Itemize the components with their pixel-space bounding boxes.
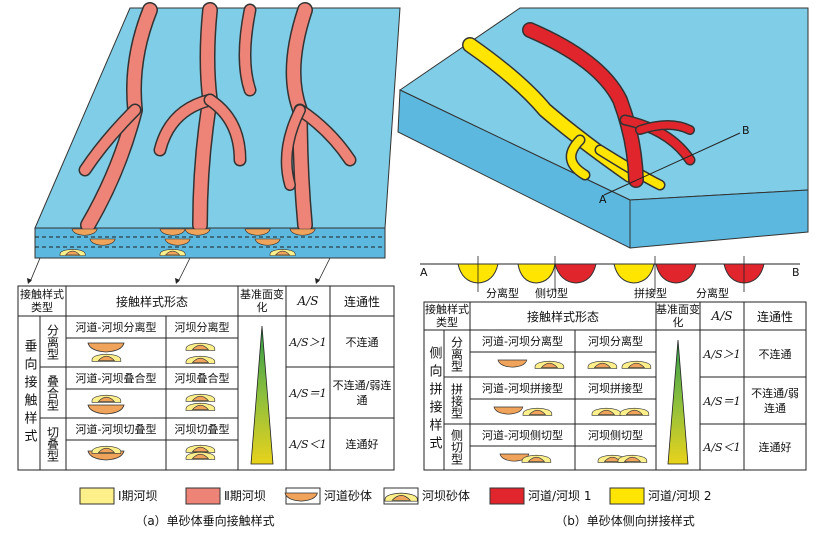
table-b-row2-ratio: A/S＝1 <box>700 377 744 424</box>
table-a-row1-left: 河道-河坝分离型 <box>66 317 166 337</box>
table-b-row2-right: 河坝拼接型 <box>575 378 656 398</box>
table-a-row3-conn: 连通好 <box>330 418 394 470</box>
table-a-group-label: 垂向接触样式 <box>18 316 40 470</box>
table-a-row1-type: 分离型 <box>40 316 66 367</box>
block-diagram-a <box>27 8 400 284</box>
base-level-wedge-a <box>251 326 273 464</box>
legend-label-6: 河道/河坝 2 <box>648 488 712 504</box>
base-level-wedge-b <box>668 340 688 464</box>
table-b-row1-left: 河道-河坝分离型 <box>470 331 575 351</box>
table-a-row2-conn: 不连通/弱连通 <box>332 367 392 418</box>
table-b-header-conn: 连通性 <box>744 302 806 330</box>
table-a-header-type: 接触样式类型 <box>18 286 66 316</box>
table-a-row3-ratio: A/S＜1 <box>286 418 330 470</box>
table-a-header-as: A/S <box>286 286 330 316</box>
legend-label-1: Ⅰ期河坝 <box>118 488 158 504</box>
table-a-row2-type: 叠合型 <box>40 367 66 418</box>
block-diagram-b: A B <box>398 8 808 248</box>
table-b-row2-type: 拼接型 <box>444 377 470 424</box>
legend-label-5: 河道/河坝 1 <box>528 488 592 504</box>
table-a-row1-ratio: A/S＞1 <box>286 316 330 367</box>
section-label-1: 分离型 <box>486 286 519 300</box>
section-label-4: 分离型 <box>696 286 729 300</box>
table-a-icons <box>88 343 215 460</box>
caption-a: （a）单砂体垂向接触样式 <box>120 512 290 529</box>
table-b-row1-conn: 不连通 <box>744 330 806 377</box>
table-b-group-label: 侧向拼接样式 <box>424 330 444 470</box>
section-label-3: 拼接型 <box>634 286 667 300</box>
table-b-row1-type: 分离型 <box>444 330 470 377</box>
table-a-row2-left: 河道-河坝叠合型 <box>66 368 166 388</box>
table-b-row3-right: 河坝侧切型 <box>575 425 656 445</box>
table-a-row2-ratio: A/S＝1 <box>286 367 330 418</box>
table-a-row3-right: 河坝切叠型 <box>166 419 238 439</box>
caption-b: （b）单砂体侧向拼接样式 <box>540 512 710 529</box>
table-b-row2-left: 河道-河坝拼接型 <box>470 378 575 398</box>
table-b-row3-ratio: A/S＜1 <box>700 424 744 470</box>
table-b-header-form: 接触样式形态 <box>470 302 656 330</box>
table-b-row3-type: 侧切型 <box>444 424 470 470</box>
section-a-label: A <box>599 193 607 206</box>
cross-b-label: B <box>792 266 800 279</box>
cross-section-b: A B <box>420 256 800 292</box>
legend-label-4: 河坝砂体 <box>422 488 470 504</box>
table-a-header-conn: 连通性 <box>330 286 394 316</box>
section-label-2: 侧切型 <box>535 286 568 300</box>
table-b-row2-conn: 不连通/弱连通 <box>746 377 804 424</box>
legend-label-2: Ⅱ期河坝 <box>224 488 266 504</box>
table-a-row1-right: 河坝分离型 <box>166 317 238 337</box>
table-b-row1-ratio: A/S＞1 <box>700 330 744 377</box>
table-a-row1-conn: 不连通 <box>330 316 394 367</box>
table-b-header-type: 接触样式类型 <box>424 302 470 330</box>
legend-label-3: 河道砂体 <box>324 488 372 504</box>
table-b-header-base: 基准面变化 <box>656 302 700 330</box>
section-b-label: B <box>742 124 750 137</box>
table-b-row3-conn: 连通好 <box>744 424 806 470</box>
table-b-row3-left: 河道-河坝侧切型 <box>470 425 575 445</box>
table-b-icons <box>494 360 651 462</box>
table-a-header-form: 接触样式形态 <box>66 286 238 316</box>
table-a-header-base: 基准面变化 <box>238 286 286 316</box>
table-a-row2-right: 河坝叠合型 <box>166 368 238 388</box>
cross-a-label: A <box>420 266 428 279</box>
table-a-row3-left: 河道-河坝切叠型 <box>66 419 166 439</box>
table-b-header-as: A/S <box>700 302 744 330</box>
table-a-row3-type: 切叠型 <box>40 418 66 470</box>
table-b-row1-right: 河坝分离型 <box>575 331 656 351</box>
